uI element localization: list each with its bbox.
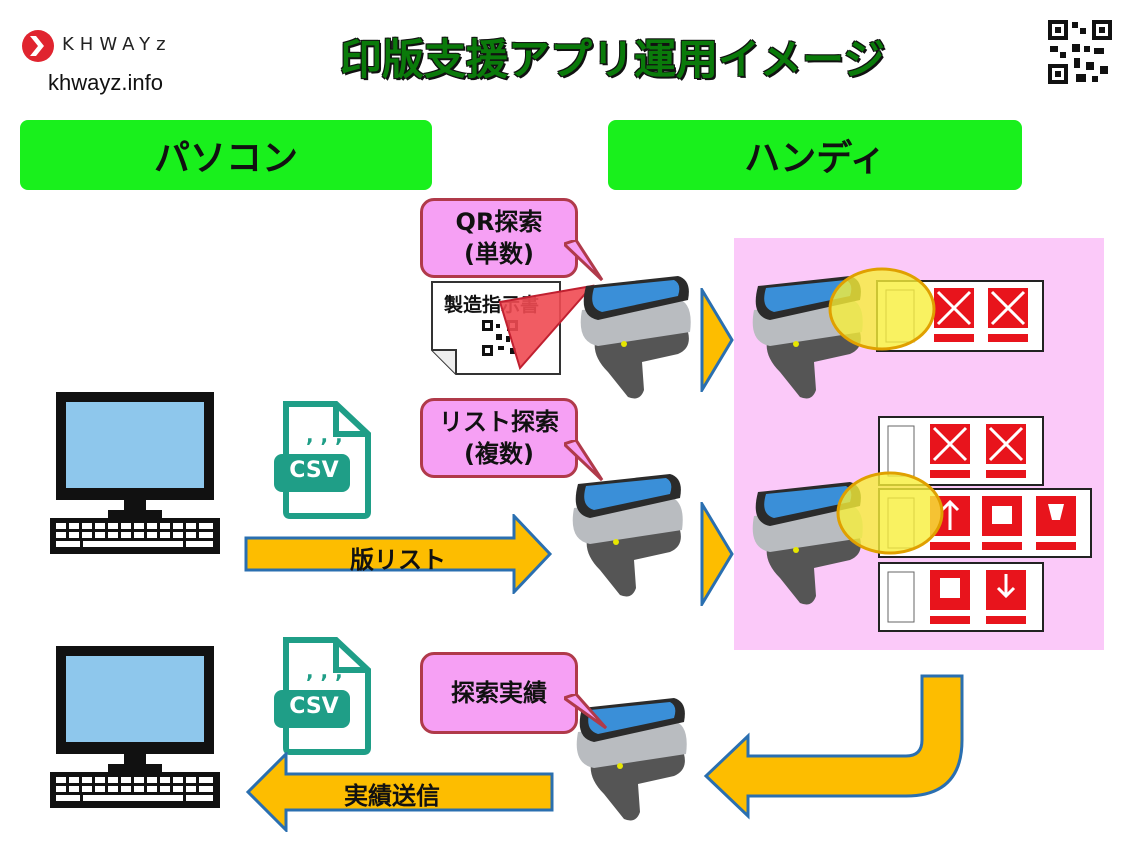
callout-result: 探索実績 [420, 652, 578, 734]
csv-file-icon: , , , [274, 637, 371, 755]
scan-highlight [836, 471, 944, 555]
scan-highlight [828, 267, 936, 351]
desktop-computer-icon [50, 392, 220, 554]
csv-file-icon: , , , [274, 401, 371, 519]
callout-result-text: 探索実績 [451, 679, 547, 707]
send-results-arrow [245, 752, 554, 832]
send-results-label: 実績送信 [344, 782, 440, 810]
callout-tail [564, 240, 604, 282]
flow-chevron [700, 288, 734, 392]
callout-list-search: リスト探索 (複数) [420, 398, 578, 478]
csv-label: CSV [289, 458, 339, 483]
scan-beam [498, 284, 595, 371]
khwayz-logo-icon [22, 30, 54, 62]
header-pc: パソコン [20, 120, 432, 190]
page-title: 印版支援アプリ運用イメージ [340, 35, 886, 84]
csv-label: CSV [289, 694, 339, 719]
plate-label-strip [878, 562, 1044, 632]
return-arrow [703, 674, 964, 820]
callout-qr-line2: (単数) [464, 240, 534, 268]
site-url: khwayz.info [48, 70, 163, 95]
qr-code-icon [1046, 18, 1114, 86]
handy-scanner-icon [572, 474, 683, 597]
logo-wordmark: KHWAYz [62, 34, 172, 55]
handy-scanner-icon [580, 276, 691, 399]
handy-scanner-icon [752, 482, 863, 605]
svg-text:, , ,: , , , [306, 423, 343, 447]
header-handy: ハンディ [608, 120, 1022, 190]
callout-qr-search: QR探索 (単数) [420, 198, 578, 278]
plate-list-arrow [244, 514, 553, 594]
desktop-computer-icon [50, 646, 220, 808]
handy-scanner-icon [576, 698, 687, 821]
callout-list-line1: リスト探索 [439, 408, 559, 436]
plate-list-label: 版リスト [350, 546, 446, 574]
callout-tail [564, 440, 604, 482]
callout-tail [564, 694, 608, 730]
callout-qr-line1: QR探索 [455, 208, 543, 236]
callout-list-line2: (複数) [464, 440, 534, 468]
flow-chevron [700, 502, 734, 606]
svg-text:, , ,: , , , [306, 659, 343, 683]
